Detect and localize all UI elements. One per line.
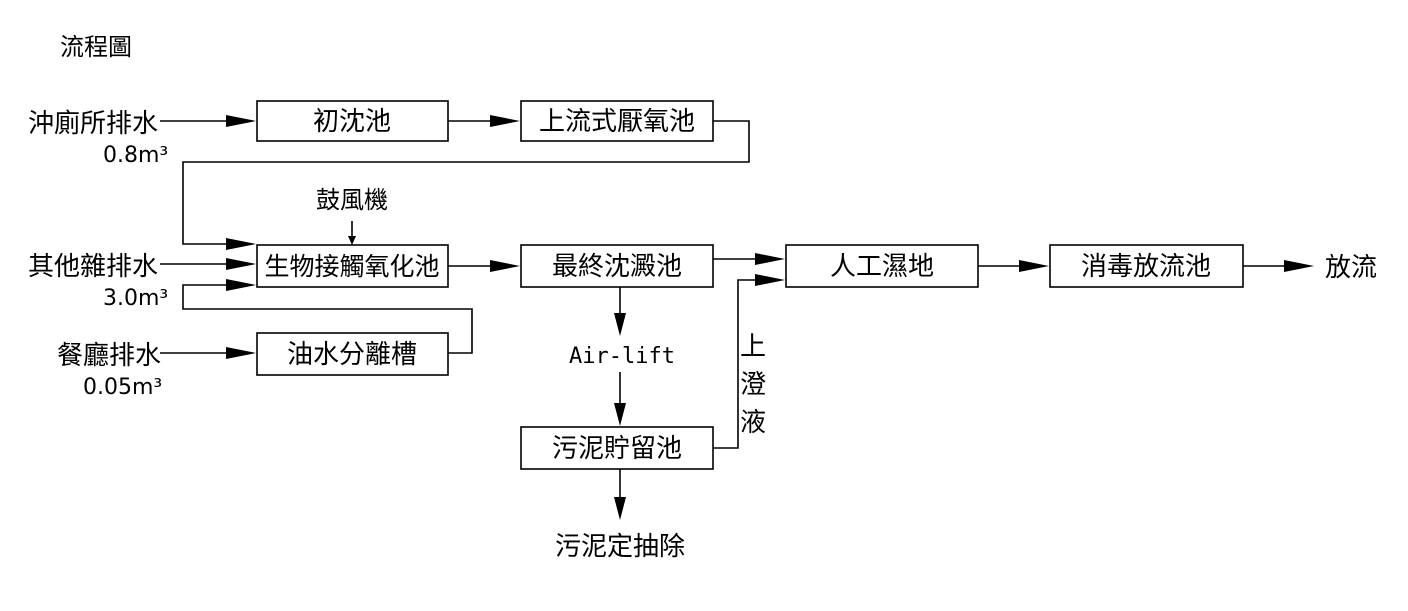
supernatant-char-1: 上 (740, 332, 766, 362)
box-uasb-label: 上流式厭氧池 (539, 107, 695, 137)
arrow-line-oil-oxidation (182, 284, 473, 354)
box-wetland: 人工濕地 (785, 244, 979, 288)
source-restaurant-flow: 0.05m³ (83, 375, 162, 400)
box-disinfection: 消毒放流池 (1049, 244, 1244, 288)
box-uasb: 上流式厭氧池 (520, 100, 714, 142)
arrowhead-restaurant (226, 347, 256, 359)
box-primary-settling-label: 初沈池 (313, 107, 391, 137)
supernatant-char-2: 澄 (740, 370, 766, 400)
arrowhead-primary-uasb (490, 115, 520, 127)
arrowhead-toilet (226, 115, 256, 127)
arrowhead-wetland-disinfection (1019, 260, 1049, 272)
blower-label: 鼓風機 (316, 186, 388, 214)
airlift-label: Air-lift (569, 344, 675, 369)
arrowhead-supernatant (755, 274, 785, 286)
source-restaurant-label: 餐廳排水 (57, 341, 161, 371)
arrowhead-misc (226, 258, 256, 270)
box-disinfection-label: 消毒放流池 (1081, 252, 1211, 282)
box-oil-separator: 油水分離槽 (256, 332, 449, 376)
arrowhead-airlift-sludge (614, 403, 626, 426)
box-final-settling-label: 最終沈澱池 (552, 252, 682, 282)
arrowhead-oxidation-final (490, 260, 520, 272)
arrowhead-discharge (1284, 260, 1314, 272)
discharge-label: 放流 (1325, 253, 1377, 283)
box-oil-separator-label: 油水分離槽 (287, 340, 417, 370)
box-primary-settling: 初沈池 (256, 100, 449, 142)
supernatant-char-3: 液 (740, 408, 766, 438)
arrowhead-uasb-oxidation (226, 238, 256, 250)
source-toilet-flow: 0.8m³ (103, 143, 168, 168)
box-contact-oxidation: 生物接觸氧化池 (256, 244, 449, 288)
box-sludge-storage: 污泥貯留池 (520, 426, 714, 470)
diagram-title: 流程圖 (60, 33, 132, 61)
box-final-settling: 最終沈澱池 (520, 244, 714, 288)
arrow-line-uasb-oxidation (182, 120, 750, 245)
arrowhead-final-wetland (755, 253, 785, 265)
source-misc-label: 其他雜排水 (28, 252, 158, 282)
source-toilet-label: 沖廁所排水 (28, 109, 158, 139)
box-sludge-storage-label: 污泥貯留池 (552, 434, 682, 464)
arrowhead-final-airlift (614, 313, 626, 336)
source-misc-flow: 3.0m³ (103, 286, 168, 311)
sludge-removal-label: 污泥定抽除 (555, 532, 685, 562)
arrowhead-oil-oxidation (226, 279, 256, 291)
arrowhead-sludge-removal (614, 497, 626, 520)
box-contact-oxidation-label: 生物接觸氧化池 (264, 252, 439, 281)
arrow-line-supernatant (713, 279, 755, 449)
box-wetland-label: 人工濕地 (830, 252, 934, 282)
arrowhead-blower (348, 236, 356, 245)
